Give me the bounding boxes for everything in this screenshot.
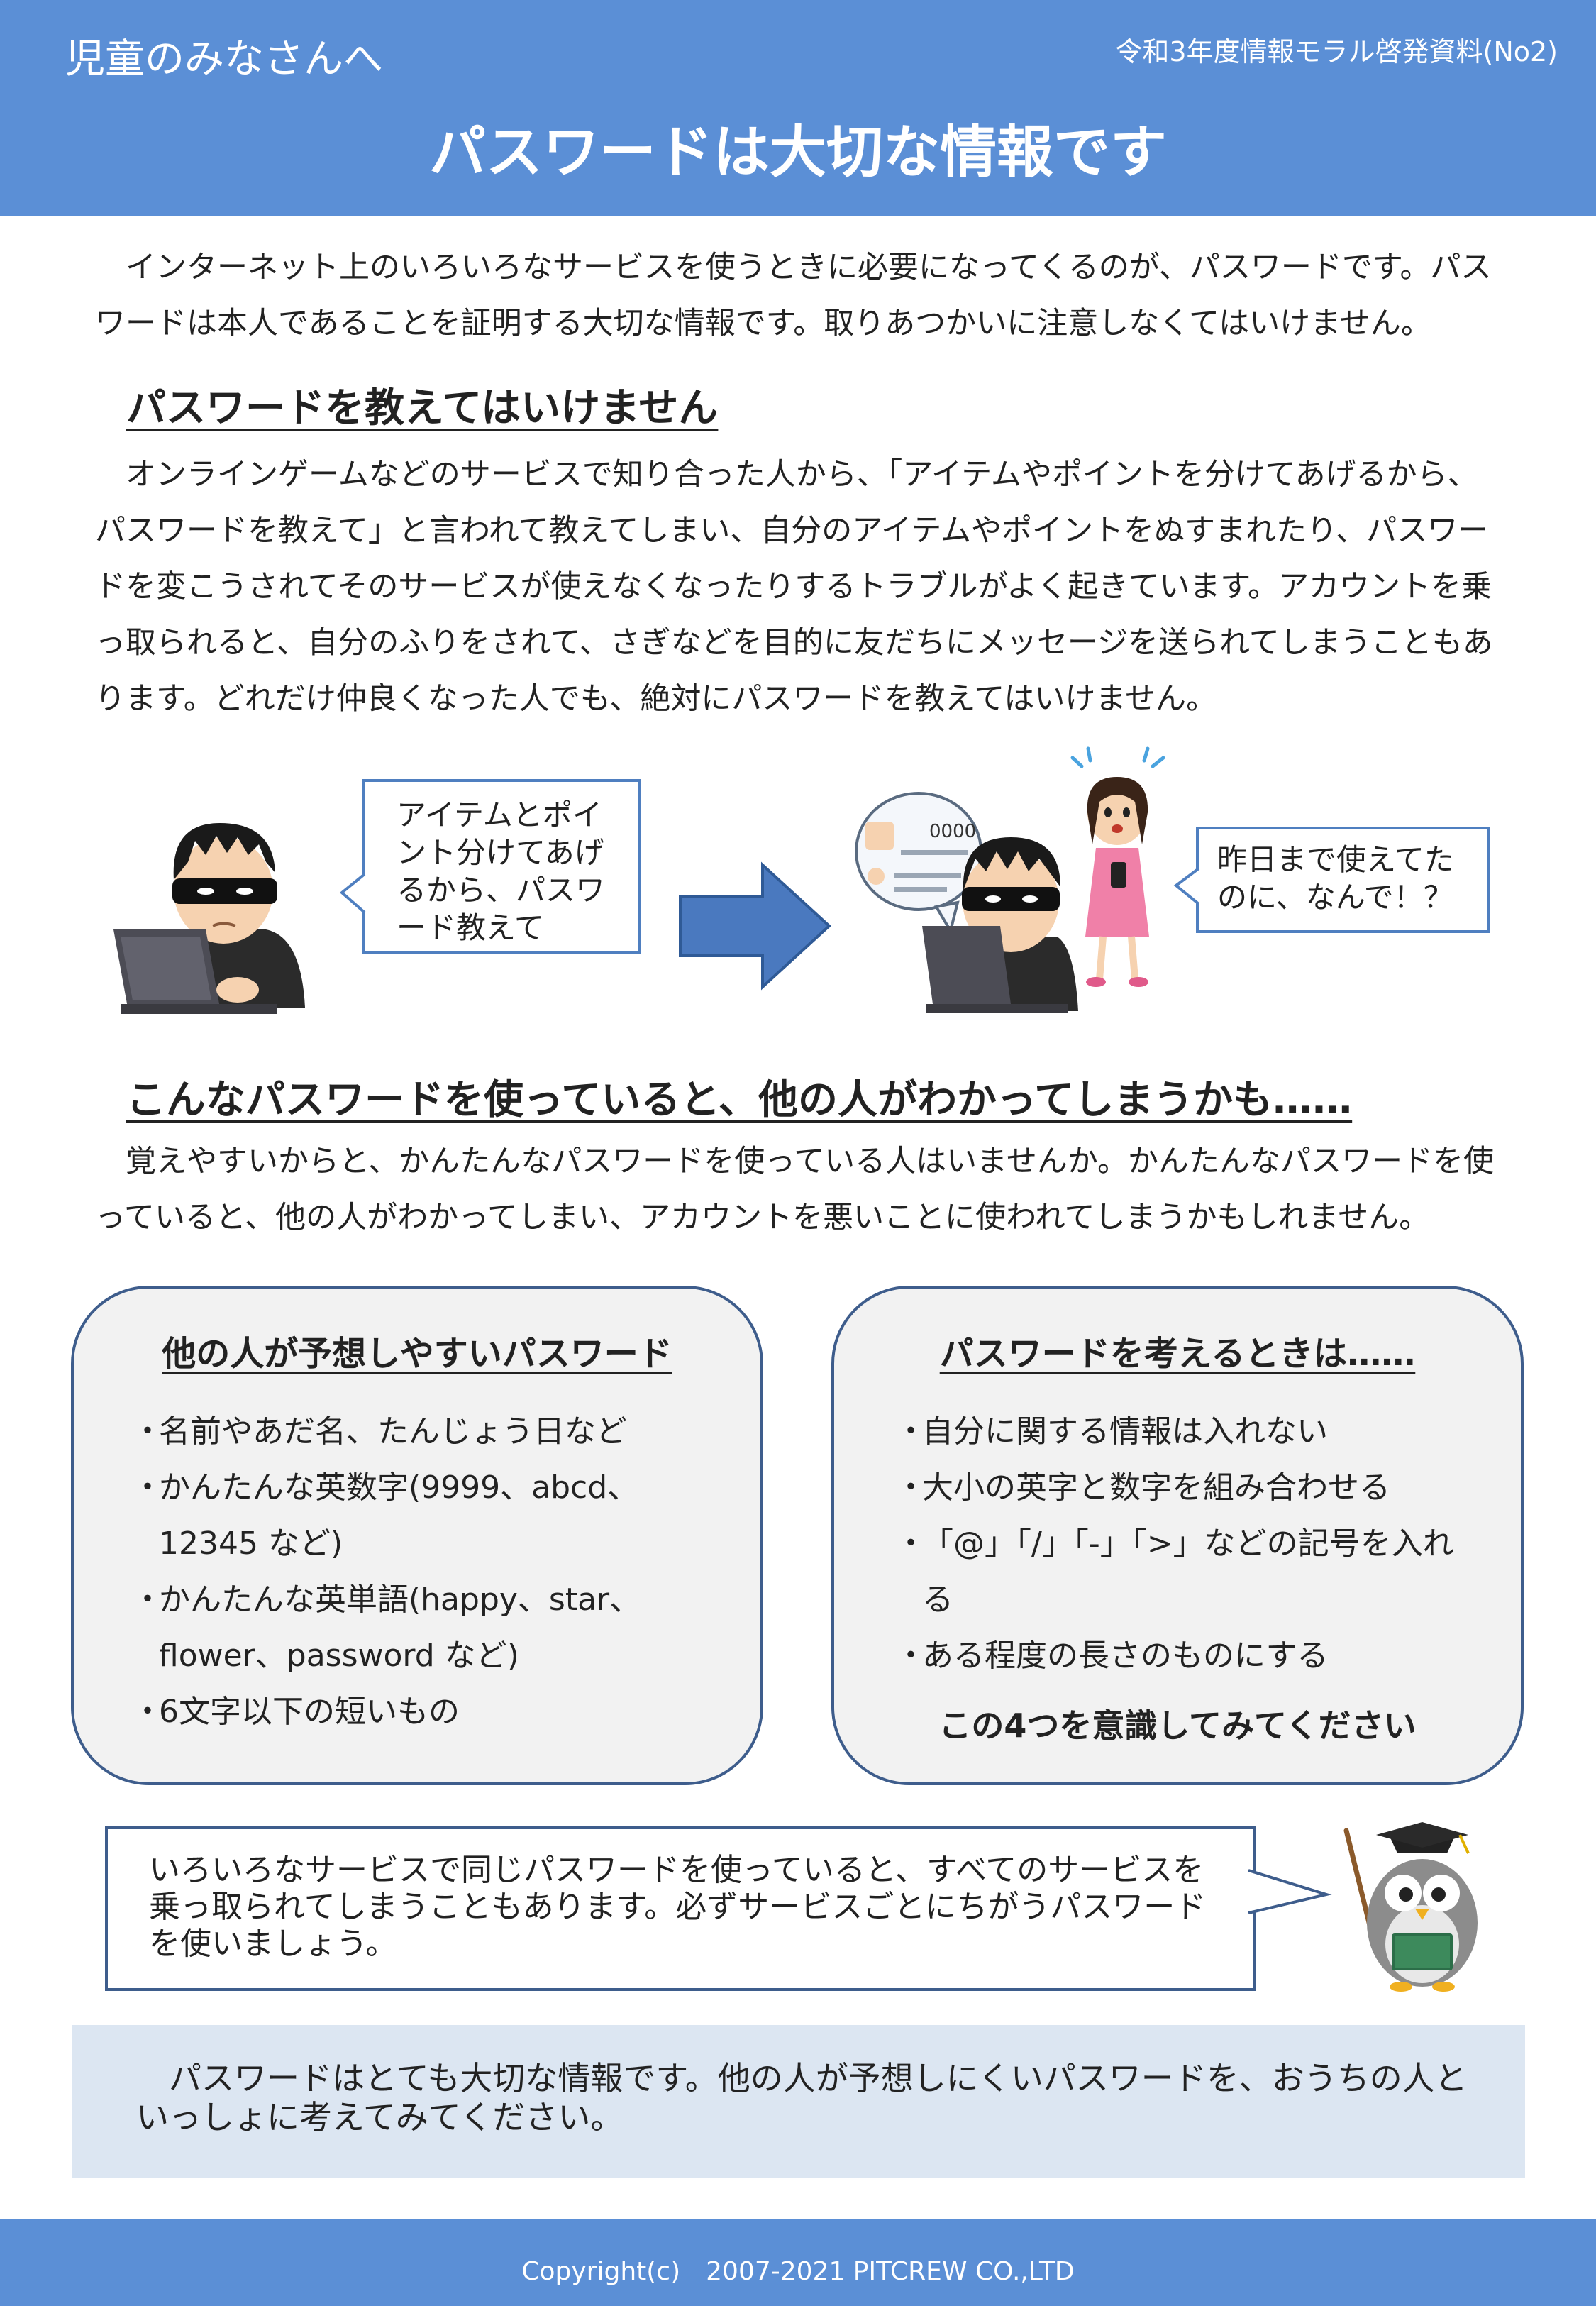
weak-password-title: 他の人が予想しやすいパスワード [162,1334,672,1374]
intro-paragraph: インターネット上のいろいろなサービスを使うときに必要になってくるのが、パスワード… [95,250,1492,341]
summary-text: パスワードはとても大切な情報です。他の人が予想しにくいパスワードを、おうちの人と… [136,2059,1468,2136]
account-takeover-illustration: 0000 [855,746,1165,1013]
section1-paragraph: オンラインゲームなどのサービスで知り合った人から、「アイテムやポイントを分けてあ… [95,457,1493,717]
list-item: 「@」「/」「-」「>」などの記号を入れる [895,1516,1484,1628]
tip-box-tail [1247,1869,1332,1914]
list-item: 6文字以下の短いもの [132,1684,728,1740]
right-arrow-icon [679,861,831,991]
section1-heading: パスワードを教えてはいけません [126,385,719,431]
section2-heading: こんなパスワードを使っていると、他の人がわかってしまうかも…… [126,1077,1353,1123]
owl-teacher-icon [1343,1822,1478,1992]
series-label: 令和3年度情報モラル啓発資料(No2) [1115,36,1558,67]
list-item: 自分に関する情報は入れない [895,1403,1484,1460]
owl-tip-text: いろいろなサービスで同じパスワードを使っていると、すべてのサービスを乗っ取られて… [149,1852,1207,1962]
section2-paragraph: 覚えやすいからと、かんたんなパスワードを使っている人はいませんか。かんたんなパス… [95,1144,1494,1235]
bubble-tail-victim [1173,867,1200,905]
hacker-speech-bubble: アイテムとポイント分けてあげるから、パスワード教えて [362,779,641,954]
list-item: 大小の英字と数字を組み合わせる [895,1460,1484,1516]
weak-password-list: 名前やあだ名、たんじょう日など かんたんな英数字(9999、abcd、12345… [132,1403,728,1740]
list-item: 名前やあだ名、たんじょう日など [132,1403,728,1460]
page-title: パスワードは大切な情報です [429,119,1167,185]
list-item: かんたんな英単語(happy、star、flower、password など) [132,1572,728,1684]
victim-speech-bubble: 昨日まで使えてたのに、なんで！？ [1196,827,1490,933]
hacker-illustration [113,823,305,1014]
weak-password-card: 他の人が予想しやすいパスワード 名前やあだ名、たんじょう日など かんたんな英数字… [71,1286,763,1785]
audience-label: 児童のみなさんへ [65,36,383,82]
bubble-tail-left [339,873,366,914]
password-tips-list: 自分に関する情報は入れない 大小の英字と数字を組み合わせる 「@」「/」「-」「… [895,1403,1484,1684]
copyright-text: Copyright(c) 2007-2021 PITCREW CO.,LTD [521,2257,1075,2286]
password-tips-title: パスワードを考えるときは…… [939,1334,1416,1374]
footer-bar: Copyright(c) 2007-2021 PITCREW CO.,LTD [0,2219,1596,2306]
password-tips-note: この4つを意識してみてください [938,1706,1417,1745]
password-tips-card: パスワードを考えるときは…… 自分に関する情報は入れない 大小の英字と数字を組み… [831,1286,1524,1785]
hacker-speech-text: アイテムとポイント分けてあげるから、パスワード教えて [397,798,606,945]
list-item: ある程度の長さのものにする [895,1628,1484,1684]
header-bar [0,0,1596,216]
list-item: かんたんな英数字(9999、abcd、12345 など) [132,1460,728,1572]
owl-tip-box: いろいろなサービスで同じパスワードを使っていると、すべてのサービスを乗っ取られて… [105,1826,1256,1991]
summary-box: パスワードはとても大切な情報です。他の人が予想しにくいパスワードを、おうちの人と… [72,2025,1525,2178]
profile-code: 0000 [929,821,976,842]
victim-speech-text: 昨日まで使えてたのに、なんで！？ [1217,842,1454,915]
